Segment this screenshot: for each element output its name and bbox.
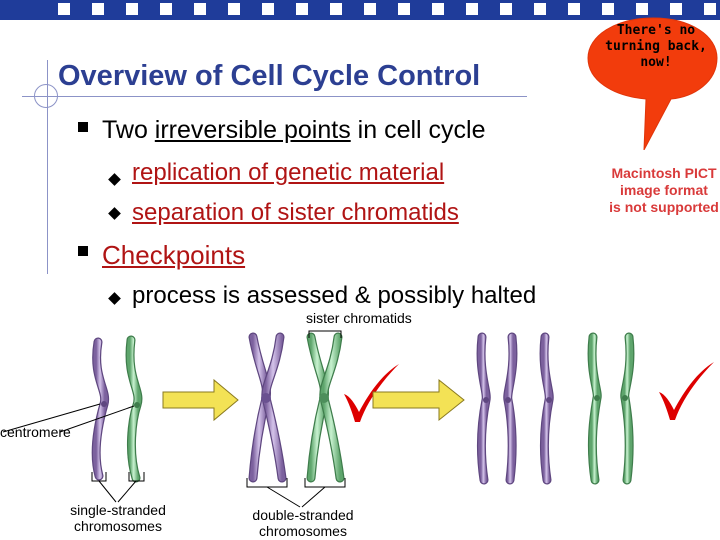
label-line: chromosomes (74, 518, 162, 534)
bar-segment (432, 3, 444, 15)
bar-segment (296, 3, 308, 15)
decor-horizontal-line (22, 96, 527, 97)
centromere-dot (134, 402, 140, 408)
centromere-dot (483, 397, 489, 403)
check-mark-icon (344, 364, 399, 422)
pict-line: is not supported (609, 199, 719, 215)
centromere-dot (594, 395, 600, 401)
sub-bullet-separation: separation of sister chromatids (132, 199, 459, 226)
bar-segment (500, 3, 512, 15)
centromere-dot (505, 397, 511, 403)
bullet-text-prefix: Two (102, 116, 155, 144)
bullet-irreversible-points: Two irreversible points in cell cycle (102, 116, 485, 145)
label-sister-chromatids: sister chromatids (306, 310, 412, 326)
bar-segment (194, 3, 206, 15)
bar-segment (636, 3, 648, 15)
speech-balloon (587, 17, 718, 150)
label-single-stranded: single-stranded chromosomes (58, 502, 178, 534)
top-bar (0, 0, 720, 20)
bracket (308, 330, 342, 338)
sub-bullet-process: process is assessed & possibly halted (132, 282, 537, 309)
separated-purple-chromatids (476, 332, 554, 485)
balloon-line: There's no (616, 23, 696, 38)
single-purple-chromosome (91, 337, 110, 481)
decor-vertical-line (47, 60, 48, 274)
sub-bullet-replication: replication of genetic material (132, 159, 445, 186)
slide-title: Overview of Cell Cycle Control (58, 60, 481, 92)
bar-segment (92, 3, 104, 15)
balloon-line: turning back, (605, 39, 707, 54)
bar-segment (126, 3, 138, 15)
label-line: double-stranded (252, 507, 354, 523)
bar-segment (466, 3, 478, 15)
check-mark-icon (659, 362, 714, 420)
bar-segment (602, 3, 614, 15)
centromere-dot (319, 393, 329, 403)
bar-segment (534, 3, 546, 15)
bracket-connector (266, 486, 326, 508)
bar-segment (398, 3, 410, 15)
bar-segment (58, 3, 70, 15)
single-green-chromosome (125, 335, 143, 483)
double-purple-chromosome (248, 332, 287, 483)
speech-balloon-text: There's no turning back, now! (595, 23, 717, 71)
bar-segment (160, 3, 172, 15)
decor-circle (34, 84, 58, 108)
bullet-checkpoints: Checkpoints (102, 240, 246, 270)
pict-line: Macintosh PICT (611, 165, 717, 181)
centromere-dot (622, 395, 628, 401)
pict-unsupported-notice: Macintosh PICT image format is not suppo… (608, 165, 720, 216)
bar-segment (670, 3, 682, 15)
bullet-square (78, 246, 88, 256)
pict-line: image format (620, 182, 708, 198)
bar-segment (262, 3, 274, 15)
arrow-separation (372, 378, 465, 422)
double-green-chromosome (306, 332, 345, 483)
separated-green-chromatids (587, 332, 635, 485)
bracket-connector (98, 480, 137, 503)
bullet-square (78, 122, 88, 132)
bullet-text-emphasis: irreversible points (154, 116, 351, 144)
label-line: single-stranded (70, 502, 166, 518)
arrow-replication (162, 378, 239, 422)
centromere-dot (546, 397, 552, 403)
bar-segment (364, 3, 376, 15)
bar-segment (704, 3, 716, 15)
centromere-pointer (2, 403, 101, 433)
label-line: chromosomes (259, 523, 347, 539)
bar-segment (228, 3, 240, 15)
bracket (128, 472, 145, 482)
centromere-dot (261, 393, 271, 403)
bullet-text-suffix: in cell cycle (350, 116, 486, 144)
label-double-stranded: double-stranded chromosomes (238, 507, 368, 539)
centromere-pointer (59, 405, 135, 433)
balloon-line: now! (640, 55, 672, 70)
centromere-dot (101, 401, 107, 407)
bar-segment (568, 3, 580, 15)
bar-segment (330, 3, 342, 15)
